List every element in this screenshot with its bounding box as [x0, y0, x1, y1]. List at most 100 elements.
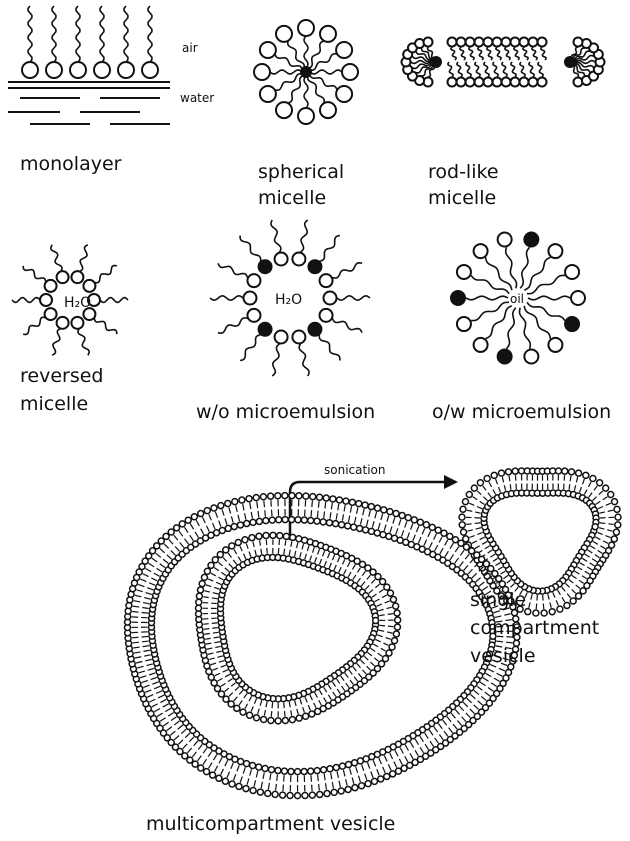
head-group: [45, 308, 57, 320]
bilayer-tail: [353, 575, 356, 580]
bilayer-tail: [260, 700, 262, 705]
bilayer-tail: [134, 652, 140, 653]
bilayer-head: [303, 713, 309, 719]
hydrophobic-tail: [529, 62, 534, 77]
bilayer-tail: [213, 593, 218, 594]
bilayer-head: [352, 760, 358, 766]
bilayer-tail: [203, 748, 207, 753]
bilayer-tail: [291, 710, 292, 715]
bilayer-head: [204, 568, 210, 574]
bilayer-tail: [608, 524, 613, 525]
bilayer-head: [394, 624, 400, 630]
bilayer-tail: [132, 611, 138, 612]
bilayer-tail: [595, 537, 600, 539]
bilayer-tail: [244, 694, 247, 699]
hydrophobic-tail: [240, 236, 261, 262]
hydrophobic-tail: [319, 335, 340, 361]
single-vesicle-label-line2: compartment: [470, 617, 599, 639]
bilayer-head: [201, 574, 207, 580]
bilayer-tail: [598, 550, 603, 553]
bilayer-tail: [238, 515, 240, 521]
bilayer-head: [321, 767, 327, 773]
bilayer-tail: [324, 511, 325, 517]
head-group: [565, 265, 579, 279]
bilayer-head: [198, 765, 204, 771]
head-group: [538, 38, 547, 47]
bilayer-tail: [479, 582, 484, 586]
bilayer-tail: [295, 701, 296, 706]
bilayer-tail: [411, 524, 413, 530]
bilayer-tail: [336, 513, 337, 519]
bilayer-tail: [418, 537, 421, 543]
bilayer-tail: [221, 572, 226, 575]
bilayer-tail: [143, 574, 149, 577]
head-group: [498, 233, 512, 247]
hydrophobic-tail: [270, 70, 302, 74]
hydrophobic-tail: [124, 6, 128, 62]
bilayer-tail: [413, 535, 415, 541]
bilayer-tail: [348, 516, 349, 522]
bilayer-tail: [480, 682, 485, 686]
wo-microemulsion-label: w/o microemulsion: [196, 401, 375, 423]
head-group: [247, 309, 260, 322]
bilayer-tail: [556, 600, 558, 605]
bilayer-tail: [295, 551, 296, 556]
bilayer-tail: [147, 695, 153, 698]
bilayer-head: [423, 522, 429, 528]
bilayer-head: [608, 492, 614, 498]
bilayer-head: [265, 790, 271, 796]
bilayer-head: [256, 518, 262, 524]
bilayer-tail: [234, 697, 238, 701]
bilayer-tail: [562, 597, 565, 602]
bilayer-head: [263, 518, 269, 524]
bilayer-tail: [373, 760, 375, 766]
bilayer-tail: [139, 671, 145, 673]
bilayer-tail: [608, 510, 613, 511]
bilayer-tail: [425, 733, 429, 738]
bilayer-head: [380, 579, 386, 585]
bilayer-tail: [219, 661, 224, 663]
bilayer-head: [219, 527, 225, 533]
bilayer-tail: [211, 573, 216, 576]
hydrophobic-tail: [466, 296, 508, 300]
bilayer-tail: [174, 535, 178, 540]
bilayer-tail: [333, 692, 336, 697]
bilayer-head: [590, 476, 596, 482]
bilayer-tail: [371, 579, 375, 583]
bilayer-tail: [217, 656, 222, 657]
bilayer-tail: [374, 658, 378, 661]
bilayer-tail: [257, 502, 258, 508]
bilayer-tail: [235, 687, 239, 691]
bilayer-tail: [575, 571, 580, 574]
bilayer-tail: [203, 759, 207, 764]
bilayer-head: [429, 524, 435, 530]
bilayer-tail: [509, 476, 510, 481]
bilayer-tail: [467, 530, 472, 531]
bilayer-tail: [488, 688, 493, 692]
bilayer-tail: [212, 628, 217, 629]
bilayer-tail: [580, 487, 582, 492]
bilayer-head: [303, 493, 309, 499]
bilayer-tail: [326, 783, 327, 789]
bilayer-tail: [346, 683, 349, 687]
bilayer-tail: [136, 590, 142, 592]
water-label: water: [180, 91, 214, 105]
bilayer-head: [368, 528, 374, 534]
bilayer-tail: [189, 737, 193, 742]
bilayer-tail: [311, 510, 312, 516]
bilayer-head: [411, 517, 417, 523]
bilayer-tail: [149, 673, 155, 675]
head-group: [538, 78, 547, 87]
bilayer-head: [179, 521, 185, 527]
bilayer-tail: [229, 507, 231, 513]
bilayer-tail: [582, 479, 584, 484]
bilayer-tail: [246, 544, 248, 549]
bilayer-tail: [334, 565, 336, 570]
bilayer-tail: [291, 541, 292, 546]
bilayer-head: [349, 499, 355, 505]
bilayer-tail: [214, 637, 219, 638]
head-group: [254, 64, 270, 80]
bilayer-tail: [308, 705, 310, 710]
bilayer-tail: [332, 555, 334, 560]
bilayer-tail: [195, 532, 198, 538]
